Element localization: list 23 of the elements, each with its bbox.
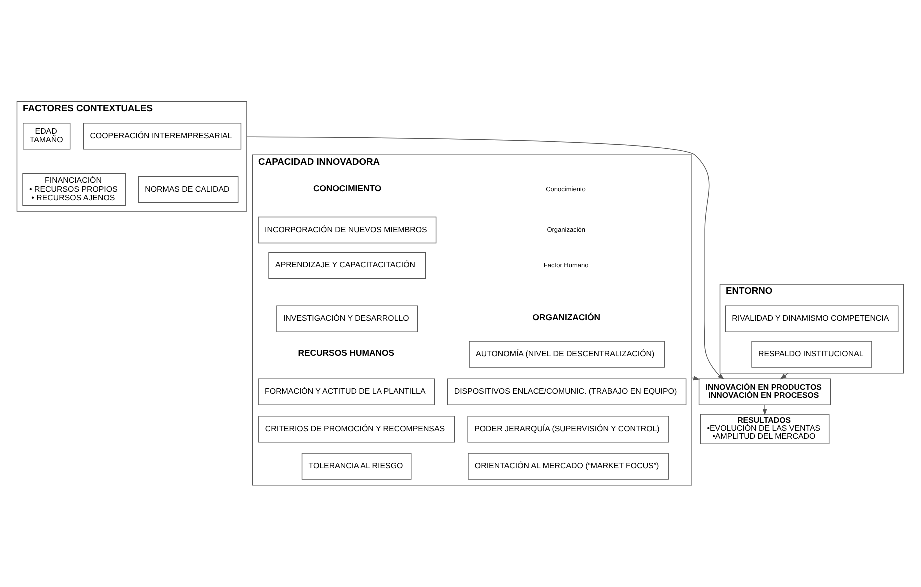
node-box: INVESTIGACIÓN Y DESARROLLO: [276, 306, 418, 333]
node-box: DISPOSITIVOS ENLACE/COMUNIC. (TRABAJO EN EQUIPO): [448, 378, 687, 406]
node-box: APRENDIZAJE Y CAPACITACITACIÓN: [268, 252, 426, 280]
arrow: [762, 404, 768, 416]
label: CONOCIMIENTO: [313, 183, 382, 194]
node-box: PODER JERARQUÍA (SUPERVISIÓN Y CONTROL): [468, 416, 670, 443]
node-box: COOPERACIÓN INTEREMPRESARIAL: [83, 122, 242, 150]
node-box: RESULTADOS •EVOLUCIÓN DE LAS VENTAS •AMPLITUD DEL MERCADO: [700, 414, 830, 444]
node-box: INNOVACIÓN EN PRODUCTOS INNOVACIÓN EN PROCESOS: [698, 378, 832, 406]
node-box: INCORPORACIÓN DE NUEVOS MIEMBROS: [258, 216, 437, 244]
node-box: ORIENTACIÓN AL MERCADO (“MARKET FOCUS”): [468, 453, 669, 480]
node-box: FINANCIACIÓN • RECURSOS PROPIOS • RECURSOS AJENOS: [22, 174, 126, 206]
node-box: CRITERIOS DE PROMOCIÓN Y RECOMPENSAS: [258, 416, 456, 443]
node-box: EDAD TAMAÑO: [23, 122, 71, 150]
arrow: [780, 372, 789, 380]
node-box: TOLERANCIA AL RIESGO: [302, 453, 412, 480]
node-box: NORMAS DE CALIDAD: [138, 176, 239, 204]
node-box: AUTONOMÍA (NIVEL DE DESCENTRALIZACIÓN): [469, 341, 665, 368]
label: RECURSOS HUMANOS: [298, 348, 394, 358]
node-box: RESPALDO INSTITUCIONAL: [752, 341, 872, 368]
label: ORGANIZACIÓN: [532, 312, 601, 323]
node-box: RIVALIDAD Y DINAMISMO COMPETENCIA: [725, 306, 899, 333]
node-box: FORMACIÓN Y ACTITUD DE LA PLANTILLA: [258, 378, 436, 406]
